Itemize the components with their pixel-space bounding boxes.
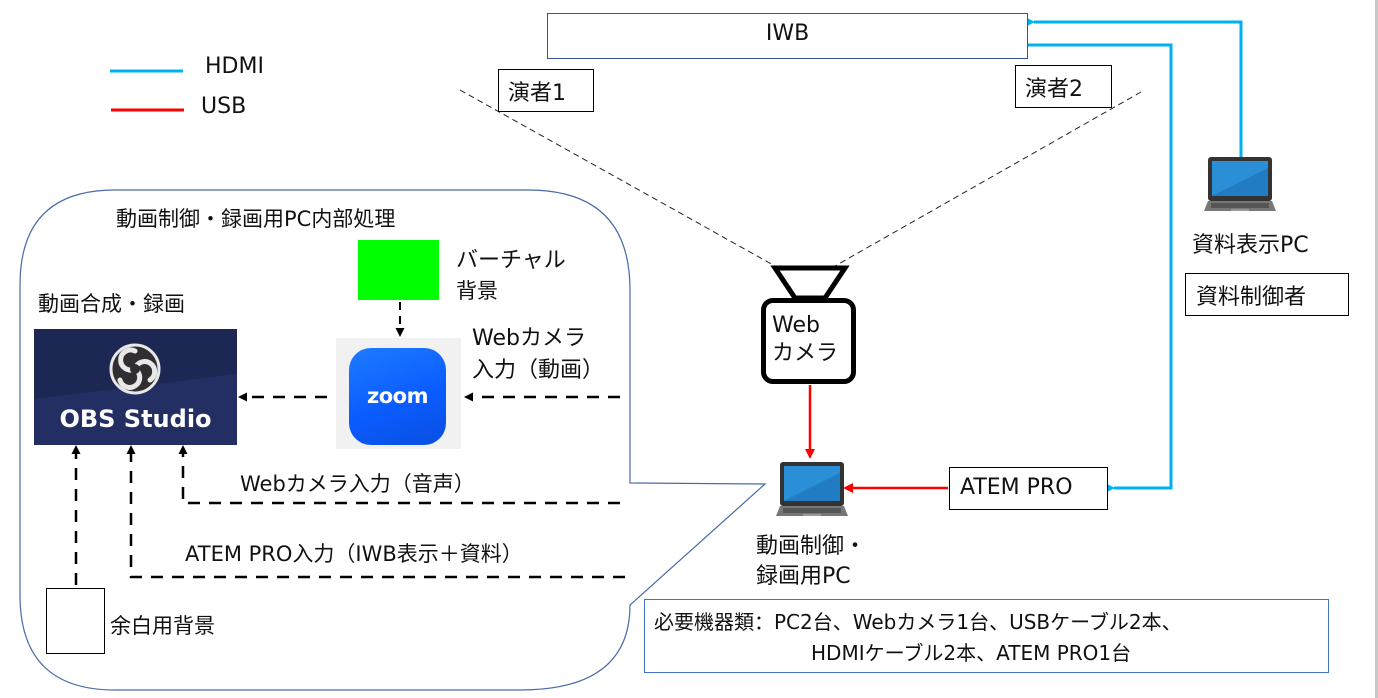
webcam-lens-icon xyxy=(770,265,850,301)
recording-pc-laptop-icon xyxy=(775,461,849,519)
flow-webcam-audio-to-obs xyxy=(178,445,620,505)
atem-pro-label: ATEM PRO xyxy=(960,475,1073,500)
webcam-video-input-label-line1: Webカメラ xyxy=(472,326,586,351)
compose-record-label: 動画合成・録画 xyxy=(38,292,185,316)
zoom-app-tile: zoom xyxy=(336,338,461,449)
requirements-line1: 必要機器類：PC2台、Webカメラ1台、USBケーブル2本、 xyxy=(654,610,1182,634)
hdmi-cable-iwb-to-atem xyxy=(1028,43,1173,492)
webcam-label-line1: Web xyxy=(772,313,820,338)
page-right-edge xyxy=(1375,0,1378,698)
obs-studio-logo: OBS Studio xyxy=(34,329,237,445)
internal-processing-title: 動画制御・録画用PC内部処理 xyxy=(116,207,396,231)
webcam-audio-input-label: Webカメラ入力（音声） xyxy=(240,472,475,496)
virtual-background-label-line1: バーチャル xyxy=(456,248,566,273)
material-pc-laptop-icon xyxy=(1203,156,1277,214)
presenter-2-box: 演者2 xyxy=(1015,65,1112,108)
camera-fov-right xyxy=(834,91,1142,267)
margin-background-label: 余白用背景 xyxy=(110,614,215,638)
presenter-2-label: 演者2 xyxy=(1025,77,1083,102)
internal-processing-callout xyxy=(19,189,767,691)
virtual-background-label-line2: 背景 xyxy=(456,279,498,303)
iwb-box: IWB xyxy=(547,13,1028,59)
recording-pc-label-line2: 録画用PC xyxy=(756,564,851,589)
camera-fov-left xyxy=(459,89,776,267)
presenter-1-box: 演者1 xyxy=(498,69,594,112)
recording-pc-label-line1: 動画制御・ xyxy=(756,534,867,559)
material-operator-box: 資料制御者 xyxy=(1185,273,1349,316)
iwb-label: IWB xyxy=(765,21,810,46)
flow-atem-input-to-obs xyxy=(126,445,625,579)
webcam-label-line2: カメラ xyxy=(772,341,839,366)
material-pc-label: 資料表示PC xyxy=(1192,233,1309,258)
zoom-app-label: zoom xyxy=(367,384,428,408)
atem-pro-input-label: ATEM PRO入力（IWB表示＋資料） xyxy=(185,542,523,566)
presenter-1-label: 演者1 xyxy=(508,81,566,106)
obs-studio-label: OBS Studio xyxy=(59,405,212,433)
atem-pro-box: ATEM PRO xyxy=(949,467,1108,510)
virtual-background-swatch xyxy=(358,240,439,300)
zoom-app-icon: zoom xyxy=(349,348,446,445)
webcam-video-input-label-line2: 入力（動画） xyxy=(472,358,605,383)
legend-usb-label: USB xyxy=(201,94,247,119)
hdmi-cable-pc-to-iwb xyxy=(1027,18,1243,157)
requirements-box: 必要機器類：PC2台、Webカメラ1台、USBケーブル2本、 HDMIケーブル2… xyxy=(644,599,1329,673)
material-operator-label: 資料制御者 xyxy=(1196,285,1307,310)
requirements-line2: HDMIケーブル2本、ATEM PRO1台 xyxy=(811,641,1132,665)
legend-hdmi-label: HDMI xyxy=(205,54,264,79)
margin-background-box xyxy=(46,588,105,654)
webcam-body: Web カメラ xyxy=(761,298,856,384)
